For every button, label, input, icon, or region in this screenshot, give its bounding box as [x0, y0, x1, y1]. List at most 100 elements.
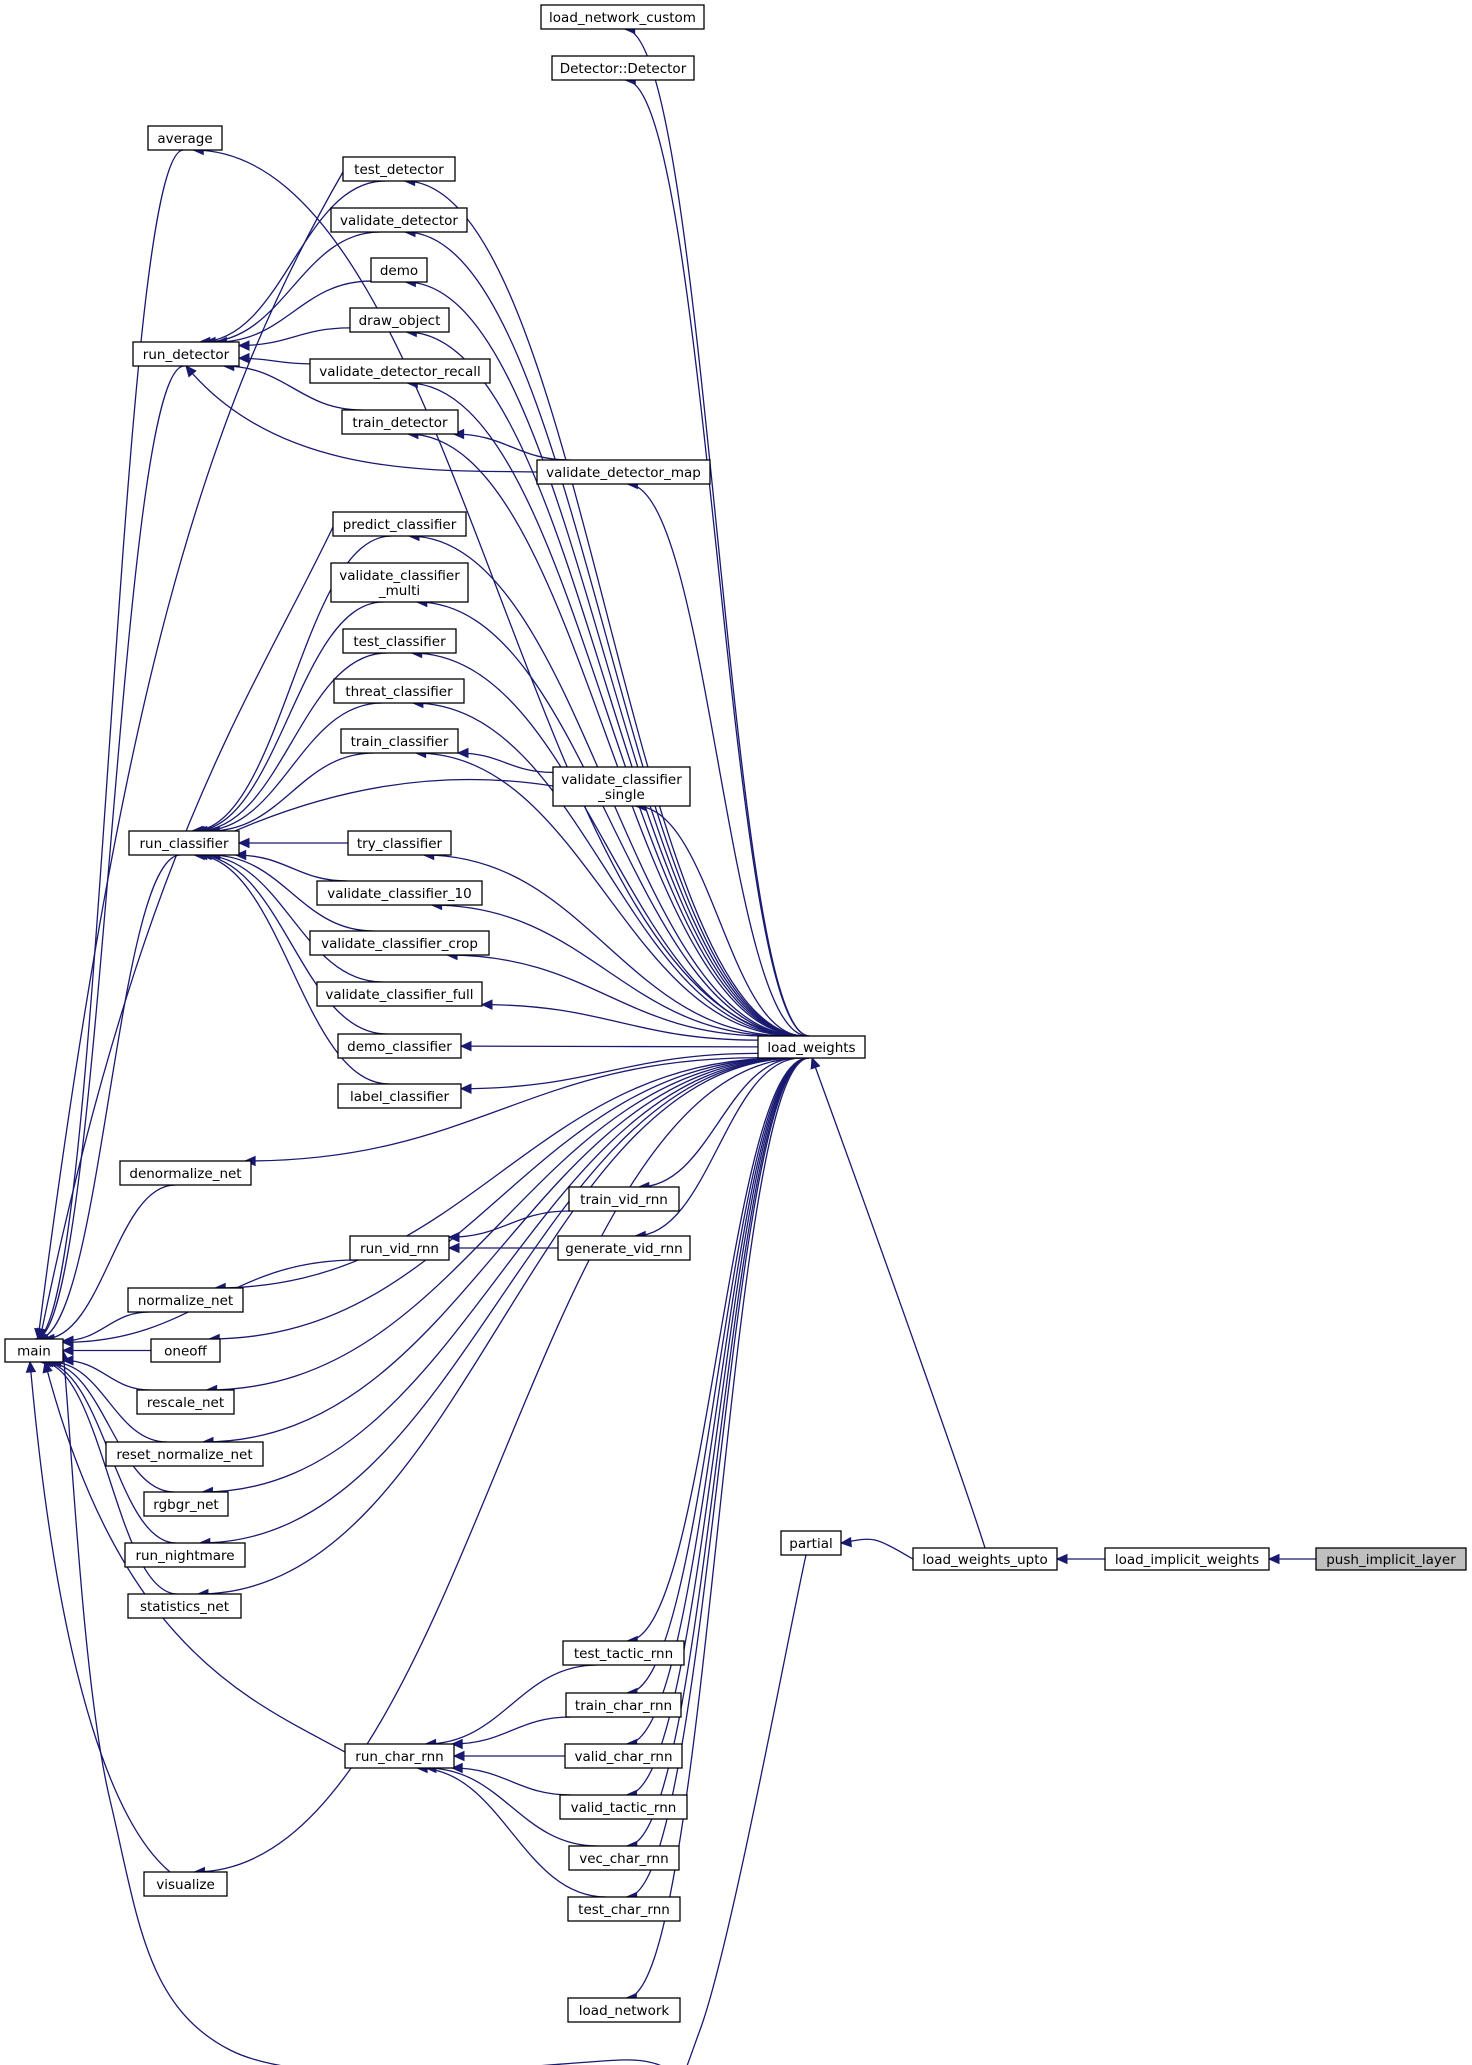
node-label: generate_vid_rnn [565, 1241, 682, 1257]
edge-main-to-run_char_rnn [42, 1360, 346, 1753]
edge-run_detector-to-validate_detector_recall [237, 352, 311, 365]
edge-main-to-rescale_net [61, 1355, 151, 1391]
node-push-implicit-layer[interactable]: push_implicit_layer [1315, 1547, 1467, 1571]
edge-run_nightmare-to-load_weights [198, 1057, 798, 1549]
edge-load_network_custom-to-load_weights [623, 23, 810, 1037]
node-label: train_vid_rnn [580, 1192, 668, 1208]
node-label: valid_tactic_rnn [571, 1800, 677, 1816]
node-validate-classifier-10[interactable]: validate_classifier_10 [316, 880, 483, 906]
edge-main-to-visualize [25, 1360, 171, 1873]
edge-run_char_rnn-to-train_char_rnn [450, 1716, 571, 1750]
node-label: train_char_rnn [575, 1698, 672, 1714]
node-denormalize-net[interactable]: denormalize_net [119, 1160, 252, 1186]
node-validate-classifier-single[interactable]: validate_classifier_single [552, 766, 691, 807]
node-try-classifier[interactable]: try_classifier [347, 830, 452, 856]
node-run-vid-rnn[interactable]: run_vid_rnn [349, 1235, 450, 1261]
node-label-classifier[interactable]: label_classifier [337, 1083, 462, 1109]
edge-main-to-run_classifier [36, 854, 181, 1345]
node-label: label_classifier [350, 1089, 449, 1105]
node-train-char-rnn[interactable]: train_char_rnn [565, 1692, 682, 1718]
node-train-classifier[interactable]: train_classifier [340, 728, 459, 754]
edge-validate_classifier_multi-to-load_weights [415, 596, 802, 1037]
node-run-nightmare[interactable]: run_nightmare [124, 1542, 246, 1568]
node-run-classifier[interactable]: run_classifier [128, 830, 240, 856]
edge-demo_classifier-to-load_weights [459, 1040, 759, 1052]
node-label: train_classifier [351, 734, 449, 750]
edge-test_classifier-to-load_weights [410, 647, 801, 1037]
node-validate-detector-recall[interactable]: validate_detector_recall [309, 358, 491, 384]
node-visualize[interactable]: visualize [143, 1871, 228, 1897]
node-label: validate_detector [340, 213, 458, 229]
node-load-network-custom[interactable]: load_network_custom [540, 4, 705, 30]
node-label: train_detector [352, 415, 448, 431]
node-detector-ctor[interactable]: Detector::Detector [551, 55, 695, 81]
node-valid-tactic-rnn[interactable]: valid_tactic_rnn [559, 1794, 688, 1820]
edge-demo-to-load_weights [404, 276, 806, 1037]
node-validate-detector-map[interactable]: validate_detector_map [536, 459, 711, 485]
node-load-implicit-weights[interactable]: load_implicit_weights [1104, 1547, 1270, 1571]
node-label: run_char_rnn [355, 1749, 443, 1765]
node-run-char-rnn[interactable]: run_char_rnn [344, 1743, 455, 1769]
node-label: threat_classifier [345, 684, 453, 700]
node-load-network[interactable]: load_network [567, 1997, 681, 2023]
edge-main-to-oneoff [61, 1345, 151, 1356]
node-label: validate_classifier_crop [321, 936, 478, 952]
edge-validate_classifier_full-to-load_weights [480, 999, 759, 1041]
edge-run_char_rnn-to-valid_tactic_rnn [450, 1762, 571, 1796]
node-test-detector[interactable]: test_detector [342, 156, 456, 182]
node-label: statistics_net [140, 1599, 229, 1615]
node-statistics-net[interactable]: statistics_net [127, 1593, 242, 1619]
node-label: main [17, 1344, 51, 1360]
edge-run_vid_rnn-to-train_vid_rnn [447, 1210, 570, 1243]
node-test-classifier[interactable]: test_classifier [342, 628, 457, 654]
node-validate-classifier-crop[interactable]: validate_classifier_crop [309, 930, 490, 956]
node-run-detector[interactable]: run_detector [132, 341, 240, 367]
node-load-weights[interactable]: load_weights [757, 1035, 866, 1059]
node-generate-vid-rnn[interactable]: generate_vid_rnn [557, 1235, 691, 1261]
node-load-weights-upto[interactable]: load_weights_upto [912, 1547, 1058, 1571]
node-partial[interactable]: partial [780, 1530, 842, 1556]
edge-rgbgr_net-to-load_weights [201, 1057, 797, 1498]
node-label: partial [789, 1536, 832, 1552]
node-demo-classifier[interactable]: demo_classifier [337, 1033, 462, 1059]
edge-train_detector-to-validate_detector_map [452, 428, 570, 461]
node-vec-char-rnn[interactable]: vec_char_rnn [568, 1845, 680, 1871]
edge-draw_object-to-load_weights [405, 326, 806, 1037]
node-label: test_char_rnn [578, 1902, 670, 1918]
node-predict-classifier[interactable]: predict_classifier [332, 511, 467, 537]
node-label: Detector::Detector [560, 61, 687, 77]
node-main[interactable]: main [4, 1338, 64, 1363]
node-normalize-net[interactable]: normalize_net [127, 1287, 244, 1313]
node-reset-normalize-net[interactable]: reset_normalize_net [105, 1441, 264, 1467]
node-demo[interactable]: demo [370, 257, 428, 283]
node-validate-classifier-full[interactable]: validate_classifier_full [316, 981, 483, 1007]
edge-rescale_net-to-load_weights [205, 1057, 793, 1396]
node-label: average [157, 131, 212, 147]
node-label: rescale_net [147, 1395, 224, 1411]
node-valid-char-rnn[interactable]: valid_char_rnn [564, 1743, 683, 1769]
edge-load_weights-to-load_weights_upto [810, 1056, 986, 1549]
node-draw-object[interactable]: draw_object [349, 307, 450, 333]
node-label: run_nightmare [135, 1548, 234, 1564]
node-label: visualize [156, 1877, 215, 1893]
edge-denormalize_net-to-load_weights [243, 1057, 759, 1167]
node-rescale-net[interactable]: rescale_net [136, 1389, 235, 1415]
node-average[interactable]: average [147, 125, 223, 151]
node-oneoff[interactable]: oneoff [150, 1338, 221, 1363]
node-train-detector[interactable]: train_detector [341, 409, 459, 435]
edge-run_classifier-to-validate_classifier_full [199, 849, 383, 983]
node-test-char-rnn[interactable]: test_char_rnn [567, 1896, 681, 1922]
node-rgbgr-net[interactable]: rgbgr_net [143, 1491, 229, 1517]
node-label: demo_classifier [347, 1039, 452, 1055]
node-train-vid-rnn[interactable]: train_vid_rnn [568, 1186, 680, 1212]
edge-run_detector-to-validate_detector_map [185, 365, 538, 473]
node-test-tactic-rnn[interactable]: test_tactic_rnn [562, 1640, 685, 1666]
node-label: valid_char_rnn [574, 1749, 672, 1765]
node-validate-detector[interactable]: validate_detector [330, 207, 468, 233]
node-threat-classifier[interactable]: threat_classifier [333, 678, 465, 704]
edge-train_classifier-to-validate_classifier_single [456, 747, 554, 774]
node-validate-classifier-multi[interactable]: validate_classifier_multi [330, 562, 469, 603]
edge-validate_detector-to-load_weights [403, 226, 807, 1037]
edge-main-to-denormalize_net [42, 1184, 176, 1345]
node-label: rgbgr_net [153, 1497, 218, 1513]
